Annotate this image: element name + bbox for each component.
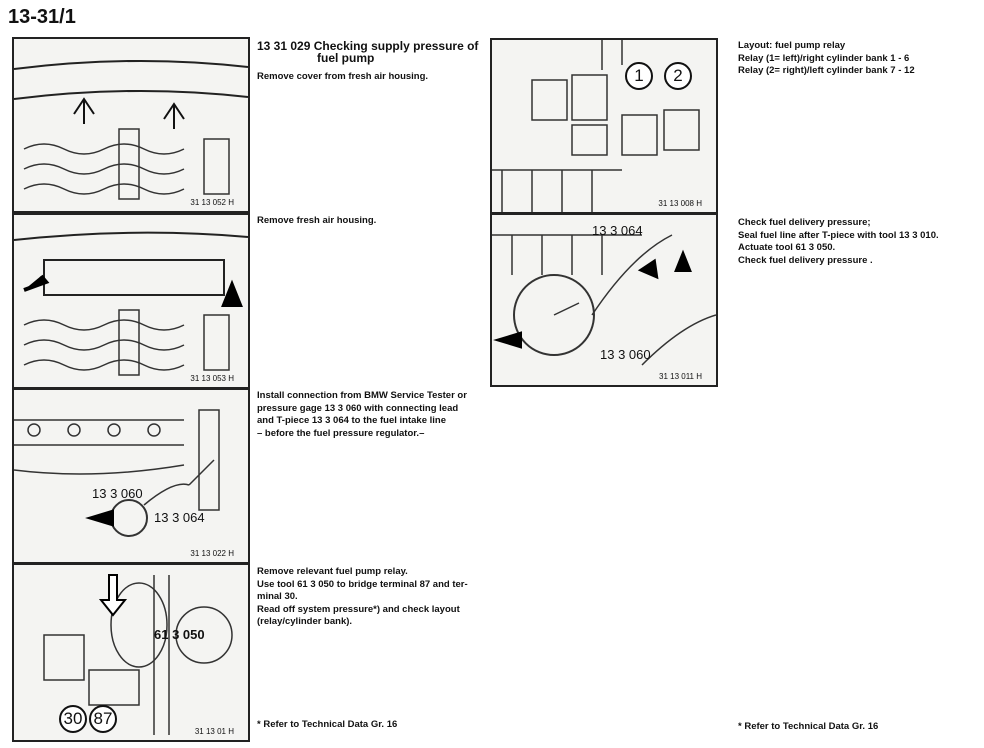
section-title-cont: fuel pump — [317, 51, 375, 65]
tool-label-13-3-060: 13 3 060 — [600, 347, 651, 362]
footnote-right: * Refer to Technical Data Gr. 16 — [738, 721, 879, 732]
step-4: Remove relevant fuel pump relay. Use too… — [257, 566, 468, 629]
step-text: Check fuel delivery pressure . — [738, 254, 873, 266]
step-text: Check fuel delivery pressure; — [738, 217, 871, 228]
step-text: – before the fuel pressure regulator.– — [257, 427, 425, 439]
engine-illustration — [14, 59, 248, 200]
figure-delivery-pressure: 13 3 064 13 3 060 31 13 011 H — [490, 213, 718, 387]
step-text: Actuate tool 61 3 050. — [738, 242, 836, 253]
step-text: Remove cover from fresh air housing. — [257, 71, 429, 82]
figure-relay-bridge: 61 3 050 30 87 31 13 01 H — [12, 563, 250, 742]
step-text: Relay (1= left)/right cylinder bank 1 - … — [738, 52, 910, 64]
step-text: Install connection from BMW Service Test… — [257, 390, 467, 401]
tool-label-61-3-050: 61 3 050 — [154, 627, 205, 642]
step-text: Remove relevant fuel pump relay. — [257, 566, 408, 577]
tool-label-13-3-064: 13 3 064 — [154, 510, 205, 525]
delivery-pressure-text: Check fuel delivery pressure; Seal fuel … — [738, 217, 939, 267]
relay-layout-text: Layout: fuel pump relay Relay (1= left)/… — [738, 40, 915, 78]
step-text: pressure gage 13 3 060 with connecting l… — [257, 402, 459, 414]
step-3: Install connection from BMW Service Test… — [257, 390, 467, 440]
step-text: Use tool 61 3 050 to bridge terminal 87 … — [257, 578, 468, 590]
step-text: minal 30. — [257, 591, 298, 602]
relay-1-callout: 1 — [625, 62, 653, 90]
section-title: 13 31 029 Checking supply pressure of — [257, 39, 479, 53]
step-text: Layout: fuel pump relay — [738, 40, 846, 51]
terminal-30-callout: 30 — [59, 705, 87, 733]
figure-caption: 31 13 022 H — [190, 549, 234, 558]
figure-pressure-gage-connection: 13 3 060 13 3 064 31 13 022 H — [12, 388, 250, 564]
figure-fresh-air-cover: 31 13 052 H — [12, 37, 250, 213]
figure-caption: 31 13 053 H — [190, 374, 234, 383]
figure-fresh-air-housing: 31 13 053 H — [12, 213, 250, 389]
page-number: 13-31/1 — [8, 6, 76, 28]
engine-illustration — [14, 231, 248, 376]
step-text: and T-piece 13 3 064 to the fuel intake … — [257, 415, 447, 426]
relay-2-callout: 2 — [664, 62, 692, 90]
step-text: Read off system pressure*) and check lay… — [257, 603, 460, 615]
footnote-left: * Refer to Technical Data Gr. 16 — [257, 719, 398, 730]
figure-relay-layout: 1 2 31 13 008 H — [490, 38, 718, 214]
gauge-illustration — [492, 234, 716, 366]
step-text: Remove fresh air housing. — [257, 215, 377, 226]
engine-illustration — [14, 409, 220, 537]
step-2: Remove fresh air housing. — [257, 215, 376, 228]
tool-label-13-3-064: 13 3 064 — [592, 223, 643, 238]
step-text: Relay (2= right)/left cylinder bank 7 - … — [738, 65, 915, 76]
tool-label-13-3-060: 13 3 060 — [92, 486, 143, 501]
relay-box-illustration — [492, 40, 700, 212]
step-text: Seal fuel line after T-piece with tool 1… — [738, 229, 939, 241]
figure-caption: 31 13 008 H — [658, 199, 702, 208]
figure-caption: 31 13 01 H — [194, 727, 234, 736]
figure-caption: 31 13 052 H — [190, 198, 234, 207]
figure-caption: 31 13 011 H — [659, 372, 702, 381]
terminal-87-callout: 87 — [89, 705, 117, 733]
relay-illustration — [43, 574, 233, 735]
step-text: (relay/cylinder bank). — [257, 616, 353, 627]
section-heading: 13 31 029 Checking supply pressure of fu… — [257, 40, 478, 84]
